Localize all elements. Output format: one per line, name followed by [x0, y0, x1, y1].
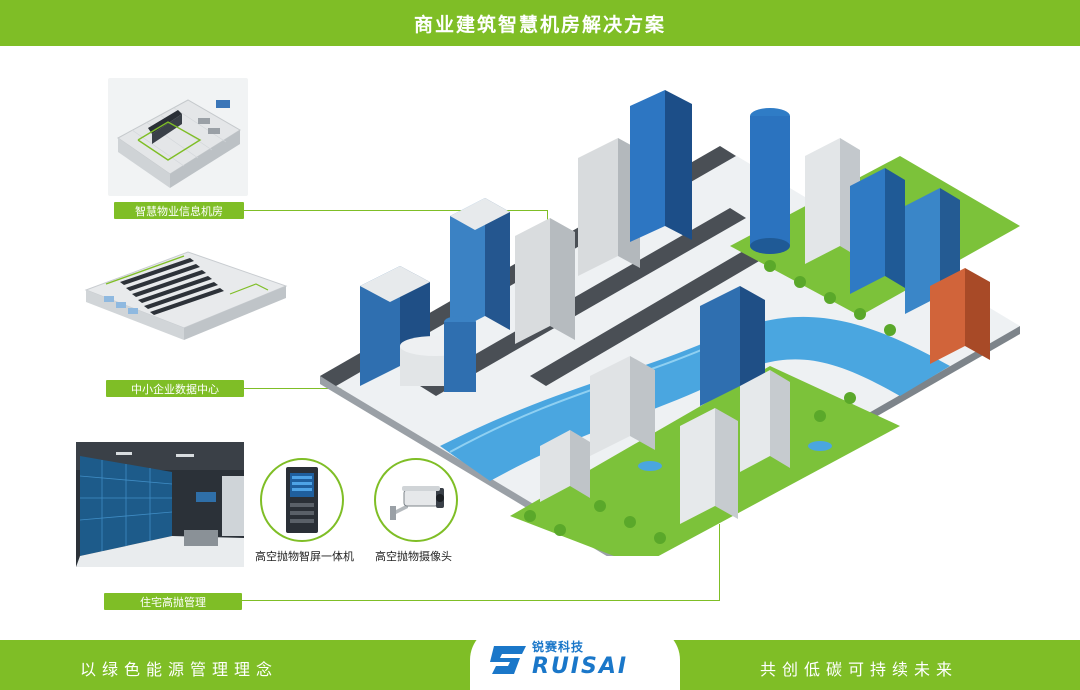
camera-device-circle: [374, 458, 458, 542]
kiosk-caption: 高空抛物智屏一体机: [255, 550, 354, 563]
sme-datacenter-image: [80, 244, 292, 362]
logo-english-name: RUISAI: [532, 654, 629, 679]
property-room-label: 智慧物业信息机房: [114, 202, 244, 219]
sme-datacenter-label: 中小企业数据中心: [106, 380, 244, 397]
control-room-photo: [76, 442, 244, 567]
residential-label: 住宅高抛管理: [104, 593, 242, 610]
logo-chinese-name: 锐赛科技: [532, 640, 585, 654]
city-illustration: [300, 86, 1030, 566]
kiosk-device-circle: [260, 458, 344, 542]
property-room-image: [108, 78, 248, 196]
ruisai-logo-mark-icon: [490, 646, 526, 674]
header-bar: 商业建筑智慧机房解决方案: [0, 0, 1080, 46]
footer-left-slogan: 以绿色能源管理理念: [80, 660, 279, 679]
connector-residential: [242, 524, 720, 601]
footer-right-slogan: 共创低碳可持续未来: [760, 660, 959, 679]
camera-caption: 高空抛物摄像头: [375, 550, 452, 563]
page-title: 商业建筑智慧机房解决方案: [413, 13, 666, 36]
company-logo: 锐赛科技 RUISAI: [470, 626, 680, 690]
camera-icon: [390, 486, 444, 520]
server-cabinet-icon: [286, 467, 318, 533]
